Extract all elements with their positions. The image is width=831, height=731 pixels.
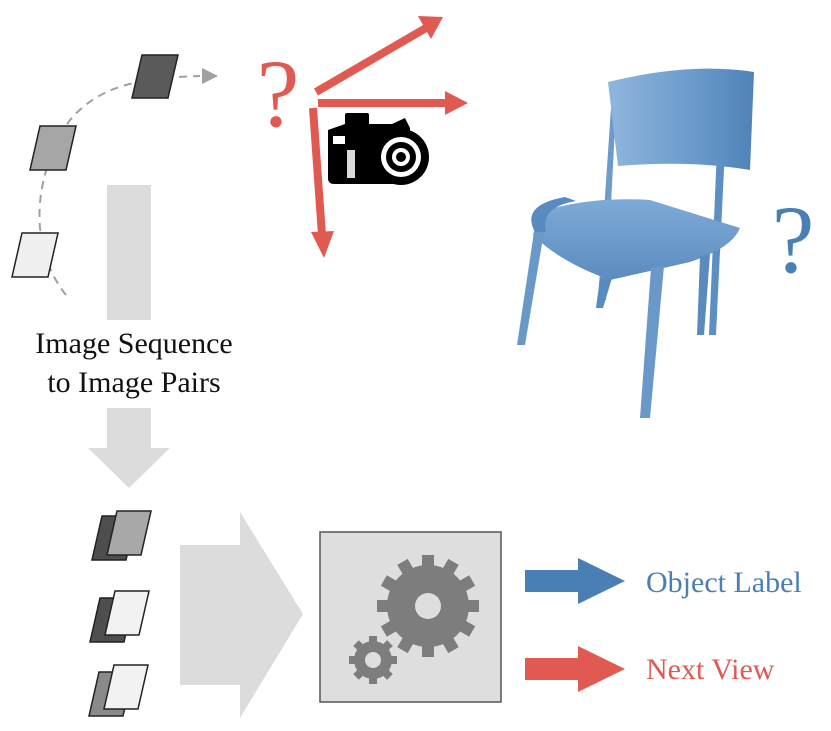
gear-tooth (353, 669, 364, 680)
output-object-label: Object Label (646, 566, 802, 599)
gear-icon-large (377, 555, 479, 657)
output-next-view: Next View (646, 653, 775, 686)
question-mark-object: ? (772, 186, 815, 293)
gear-tooth (382, 640, 393, 651)
gear-tooth (467, 600, 479, 612)
gear-tooth (458, 575, 476, 592)
processing-box (319, 531, 502, 703)
output-object-arrow (525, 558, 625, 604)
image-pairs (88, 510, 152, 717)
camera-axes (309, 16, 468, 258)
gear-tooth (442, 636, 459, 654)
gear-tooth (353, 640, 364, 651)
chair-illustration (517, 68, 754, 418)
image-pair-1 (91, 510, 152, 561)
gear-tooth (382, 669, 393, 680)
label-sequence-line1: Image Sequence (35, 327, 232, 360)
frame-light (11, 232, 59, 278)
gear-tooth (380, 575, 398, 592)
gear-tooth (377, 600, 389, 612)
gear-tooth (397, 558, 414, 576)
image-pair-3 (88, 664, 149, 717)
gear-tooth (397, 636, 414, 654)
trajectory-arrowhead-icon (202, 68, 218, 84)
gear-tooth (390, 656, 397, 664)
gear-tooth (369, 636, 377, 643)
gear-tooth (369, 677, 377, 684)
output-next-view-arrow (525, 646, 625, 692)
image-pair-2 (89, 590, 150, 643)
gear-tooth (442, 558, 459, 576)
camera-icon (328, 113, 429, 185)
gear-tooth (380, 620, 398, 637)
gear-tooth (349, 656, 356, 664)
label-sequence-line2: to Image Pairs (47, 366, 220, 399)
gear-tooth (422, 555, 434, 567)
question-mark-camera: ? (257, 40, 300, 147)
flow-right-arrow (180, 512, 303, 718)
gear-icon-small (349, 636, 397, 684)
gear-tooth (422, 645, 434, 657)
sequence-frames (11, 54, 179, 278)
flow-down-arrow (88, 185, 170, 488)
frame-dark (131, 54, 179, 99)
frame-mid (29, 125, 77, 171)
gear-tooth (458, 620, 476, 637)
